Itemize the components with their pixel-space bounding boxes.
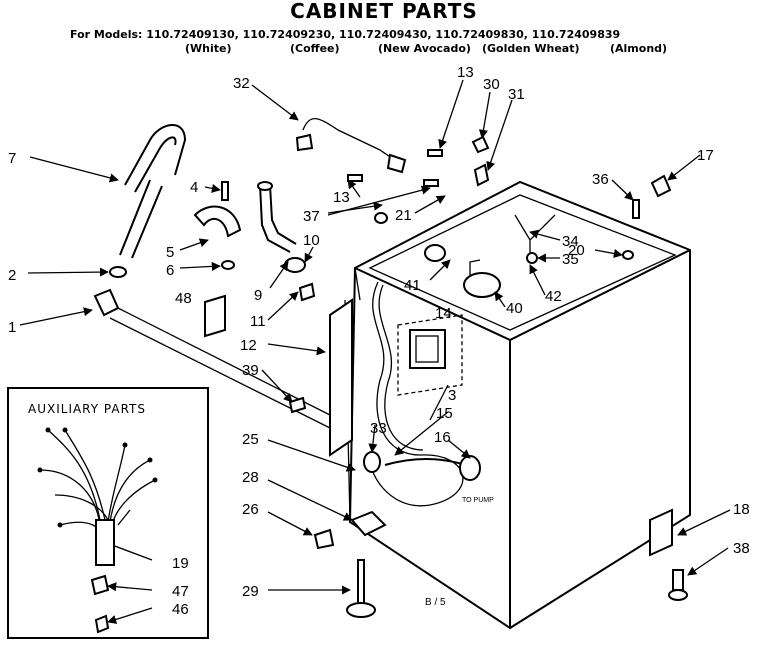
callout-7: 7: [8, 150, 16, 167]
callout-39: 39: [242, 362, 259, 379]
elbow-part: [93, 288, 120, 317]
auxiliary-parts-box: AUXILIARY PARTS: [7, 387, 209, 639]
clamp-part: [109, 266, 127, 278]
callout-38: 38: [733, 540, 750, 557]
page-title: CABINET PARTS: [290, 0, 478, 23]
color-white: (White): [185, 42, 232, 55]
callout-31: 31: [508, 86, 525, 103]
callout-12: 12: [240, 337, 257, 354]
callout-11: 11: [250, 313, 266, 330]
callout-40: 40: [506, 300, 523, 317]
page-reference: B / 5: [425, 597, 446, 608]
pump-part: [463, 272, 501, 298]
callout-16: 16: [434, 429, 451, 446]
callout-29: 29: [242, 583, 259, 600]
aux-harness-part: [37, 427, 158, 566]
callout-32: 32: [233, 75, 250, 92]
rear-foot-part: [668, 569, 688, 601]
callout-48: 48: [175, 290, 192, 307]
hose-part-lower: [119, 179, 163, 259]
clip-part-26: [313, 528, 335, 550]
aux-part-46: [94, 614, 110, 634]
callout-18: 18: [733, 501, 750, 518]
back-panel-part-18: [649, 508, 673, 557]
band-part: [193, 205, 242, 238]
top-bracket-part: [514, 214, 556, 255]
callout-46: 46: [172, 601, 189, 618]
bracket-part-28: [350, 510, 387, 537]
callout-6: 6: [166, 262, 174, 279]
callout-labels: 32 13 30 31 7 4 2 1 5 6 48 13 37 21 10 9…: [8, 64, 750, 618]
callout-34: 34: [562, 233, 579, 250]
callout-4: 4: [190, 179, 198, 196]
callout-26: 26: [242, 501, 259, 518]
callout-25: 25: [242, 431, 259, 448]
callout-14: 14: [435, 305, 452, 322]
callout-10: 10: [303, 232, 320, 249]
callout-28: 28: [242, 469, 259, 486]
color-new-avocado: (New Avocado): [378, 42, 471, 55]
callout-15: 15: [436, 405, 453, 422]
callout-19: 19: [172, 555, 189, 572]
siphon-part: [259, 184, 297, 253]
callout-47: 47: [172, 583, 189, 600]
color-almond: (Almond): [610, 42, 668, 55]
callout-13-top: 13: [457, 64, 474, 81]
callout-17: 17: [697, 147, 714, 164]
callout-42: 42: [545, 288, 562, 305]
bracket-part-48: [204, 294, 226, 338]
callout-3: 3: [448, 387, 456, 404]
color-coffee: (Coffee): [290, 42, 340, 55]
callout-5: 5: [166, 244, 174, 261]
models-line: For Models: 110.72409130, 110.72409230, …: [70, 28, 621, 41]
color-golden-wheat: (Golden Wheat): [482, 42, 580, 55]
callout-21: 21: [395, 207, 412, 224]
front-panel-part: [329, 298, 353, 457]
callout-33: 33: [370, 420, 387, 437]
callout-9: 9: [254, 287, 262, 304]
callout-35: 35: [562, 251, 579, 268]
callout-36: 36: [592, 171, 609, 188]
callout-1: 1: [8, 319, 16, 336]
auxiliary-title: AUXILIARY PARTS: [28, 402, 146, 416]
leveling-foot-part: [346, 559, 376, 618]
callout-13-mid: 13: [333, 189, 350, 206]
callout-2: 2: [8, 267, 16, 284]
leader-lines: [19, 79, 731, 624]
aux-part-47: [90, 574, 110, 596]
cabinet-body: [344, 180, 691, 630]
hose-part-7: [124, 124, 187, 186]
callout-30: 30: [483, 76, 500, 93]
callout-41: 41: [404, 277, 421, 294]
wiring-harness-path: [371, 281, 464, 507]
callout-20: 20: [568, 242, 585, 259]
cord-part: [302, 118, 403, 166]
to-pump-note: TO PUMP: [462, 497, 494, 504]
callout-37: 37: [303, 208, 320, 225]
